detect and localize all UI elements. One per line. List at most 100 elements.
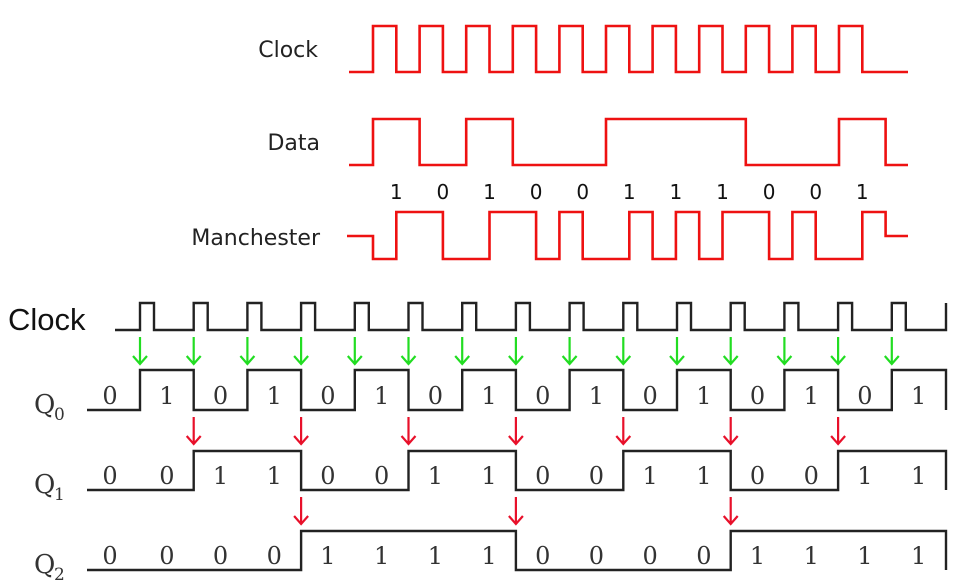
q0-bit: 1	[159, 382, 174, 410]
q0-falling-edge-arrow	[185, 417, 202, 446]
counter-bit-labels: 0 1 0 1 0 1 0 1 0 1 0 1 0 1 0 1 0 0 1 1 0 0 1 1 0 0 1 1 0 0 1 1 0 0 0 0 1 1 1 1…	[102, 382, 926, 570]
q0-subscript: 0	[54, 405, 65, 425]
data-bit-label: 1	[623, 180, 636, 204]
q1-bit: 0	[374, 462, 389, 490]
data-waveform	[349, 117, 908, 167]
q2-bit: 0	[102, 542, 117, 570]
data-bit-label: 0	[576, 180, 589, 204]
q2-bit: 0	[643, 542, 658, 570]
q0-falling-edge-arrow	[293, 417, 309, 446]
q1-subscript: 1	[54, 485, 65, 505]
clock-edge-arrow	[454, 337, 471, 366]
q0-bit: 1	[374, 382, 389, 410]
q0-bit: 0	[535, 382, 550, 410]
q2-bit: 0	[213, 542, 228, 570]
q2-bit: 0	[535, 542, 550, 570]
q1-waveform	[87, 449, 948, 492]
q0-bit: 1	[267, 382, 282, 410]
q2-bit: 1	[750, 542, 765, 570]
q0-bit: 1	[696, 382, 711, 410]
clock-edge-arrow	[722, 337, 739, 366]
q0-falling-edge-arrow	[508, 417, 524, 446]
q1-bit: 1	[857, 462, 872, 490]
q0-bit: 0	[857, 382, 872, 410]
q1-falling-edge-arrow	[722, 497, 739, 526]
q1-bit: 0	[750, 462, 765, 490]
q0-bit: 1	[804, 382, 819, 410]
q2-bit: 0	[589, 542, 604, 570]
clock-edge-arrow	[346, 337, 363, 366]
q2-bit: 1	[804, 542, 819, 570]
data-bit-label: 1	[390, 180, 403, 204]
q2-bit: 1	[911, 542, 926, 570]
manchester-label: Manchester	[191, 226, 321, 251]
data-label: Data	[267, 131, 320, 156]
q1-bit: 1	[428, 462, 443, 490]
q2-bit: 1	[857, 542, 872, 570]
q1-bit: 0	[589, 462, 604, 490]
q0-bit: 0	[428, 382, 443, 410]
counter-clock-waveform	[115, 301, 948, 332]
clock-edge-arrow	[830, 337, 846, 366]
clock-edge-arrow	[293, 337, 309, 366]
q1-bit: 1	[213, 462, 228, 490]
q2-bit: 0	[159, 542, 174, 570]
q1-bit: 1	[911, 462, 926, 490]
clock-waveform	[349, 24, 908, 74]
data-bit-label: 1	[483, 180, 496, 204]
q0-falling-edge-arrow	[400, 417, 417, 446]
clock-label: Clock	[258, 38, 318, 63]
clock-edge-arrow	[776, 337, 793, 366]
q2-bit: 1	[428, 542, 443, 570]
q0-falling-edge-arrow	[615, 417, 632, 446]
transition-arrows	[132, 337, 900, 526]
data-bit-label: 1	[716, 180, 729, 204]
q1-bit: 0	[102, 462, 117, 490]
q2-bit: 0	[696, 542, 711, 570]
data-bit-label: 1	[670, 180, 683, 204]
q0-bit: 1	[481, 382, 496, 410]
q2-bit: 1	[481, 542, 496, 570]
q2-waveform	[87, 529, 948, 572]
clock-edge-arrow	[239, 337, 256, 366]
q1-bit: 1	[481, 462, 496, 490]
clock-edge-arrow	[561, 337, 578, 366]
q0-waveform	[87, 368, 948, 412]
q2-label: Q	[34, 550, 55, 580]
clock-edge-arrow	[508, 337, 524, 366]
q0-bit: 1	[911, 382, 926, 410]
q1-bit: 0	[535, 462, 550, 490]
data-bit-label: 0	[437, 180, 450, 204]
q2-bit: 1	[374, 542, 389, 570]
data-bit-label: 0	[763, 180, 776, 204]
q0-bit: 0	[213, 382, 228, 410]
q1-bit: 1	[267, 462, 282, 490]
q0-bit: 0	[102, 382, 117, 410]
q0-bit: 1	[589, 382, 604, 410]
q1-bit: 0	[320, 462, 335, 490]
counter-clock-label: Clock	[8, 302, 86, 337]
data-bit-label: 0	[809, 180, 822, 204]
q2-subscript: 2	[54, 565, 65, 582]
q1-label: Q	[34, 470, 55, 500]
data-bit-label: 1	[856, 180, 869, 204]
q2-bit: 0	[267, 542, 282, 570]
q0-falling-edge-arrow	[722, 417, 739, 446]
clock-edge-arrow	[615, 337, 632, 366]
clock-edge-arrow	[669, 337, 685, 366]
q0-bit: 0	[750, 382, 765, 410]
q2-bit: 1	[320, 542, 335, 570]
data-bit-labels: 1 0 1 0 0 1 1 1 0 0 1	[390, 180, 869, 204]
manchester-waveform	[347, 210, 908, 261]
clock-edge-arrow	[400, 337, 417, 366]
q1-bit: 0	[159, 462, 174, 490]
q0-falling-edge-arrow	[830, 417, 846, 446]
q1-bit: 0	[804, 462, 819, 490]
q1-bit: 1	[696, 462, 711, 490]
q0-label: Q	[34, 390, 55, 420]
clock-edge-arrow	[883, 337, 900, 366]
data-bit-label: 0	[530, 180, 543, 204]
q1-falling-edge-arrow	[293, 497, 309, 526]
clock-edge-arrow	[185, 337, 202, 366]
